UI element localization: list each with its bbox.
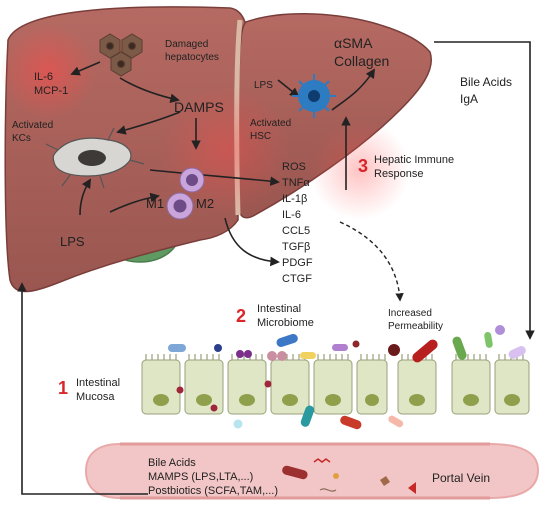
section-number-1: 1: [58, 378, 68, 398]
mediator-label: TNFα: [282, 177, 310, 189]
portal-vein: [84, 443, 540, 499]
iga-label: IgA: [460, 92, 478, 106]
mucosa-label-2: Mucosa: [76, 391, 115, 403]
liver-arrows: [70, 61, 376, 267]
hsc-icon: [292, 74, 336, 118]
inflammation-glow: [0, 24, 96, 120]
lps-large-label: LPS: [60, 234, 85, 249]
section-number-2: 2: [236, 306, 246, 326]
permeability-label-2: Permeability: [388, 321, 443, 332]
asma-label: αSMA: [334, 35, 373, 51]
mediator-label: CTGF: [282, 273, 312, 285]
mediator-label: IL-1β: [282, 193, 307, 205]
cell-nuclei: [153, 394, 520, 406]
mediator-label: ROS: [282, 161, 306, 173]
microbiome-label-1: Intestinal: [257, 303, 301, 315]
mediator-label: IL-6: [282, 209, 301, 221]
kupffer-cell-icon: [45, 127, 145, 189]
mediator-label: PDGF: [282, 257, 313, 269]
portal-item-bile-acids: Bile Acids: [148, 457, 196, 469]
section-number-3: 3: [358, 156, 368, 176]
intestinal-epithelium: [141, 359, 530, 415]
inflammation-glow: [310, 120, 410, 220]
mcp1-label: MCP-1: [34, 85, 68, 97]
il6-label: IL-6: [34, 71, 53, 83]
activated-kcs-label-2: KCs: [12, 133, 31, 144]
portal-item-postbiotics: Postbiotics (SCFA,TAM,...): [148, 485, 278, 497]
lps-small-label: LPS: [254, 80, 273, 91]
damaged-hepatocytes-icon: [99, 33, 143, 77]
damaged-hepatocytes-label-2: hepatocytes: [165, 52, 219, 63]
portal-to-liver-arrow: [17, 282, 148, 495]
mucosa-label-1: Intestinal: [76, 377, 120, 389]
activated-kcs-label-1: Activated: [12, 120, 53, 131]
permeability-dashed-arrow: [339, 221, 404, 302]
m2-label: M2: [196, 196, 214, 211]
mediator-label: CCL5: [282, 225, 310, 237]
m1-label: M1: [146, 196, 164, 211]
activated-hsc-label-2: HSC: [250, 131, 271, 142]
microbiome-label-2: Microbiome: [257, 317, 314, 329]
mediators-list: ROS TNFα IL-1β IL-6 CCL5 TGFβ PDGF CTGF: [282, 161, 313, 285]
portal-item-mamps: MAMPS (LPS,LTA,...): [148, 471, 253, 483]
portal-vein-title: Portal Vein: [432, 471, 490, 485]
activated-hsc-label-1: Activated: [250, 118, 291, 129]
collagen-label: Collagen: [334, 53, 389, 69]
damps-label: DAMPS: [174, 99, 224, 115]
bile-acids-label: Bile Acids: [460, 75, 512, 89]
hepatic-immune-label-1: Hepatic Immune: [374, 154, 454, 166]
hepatic-immune-label-2: Response: [374, 168, 424, 180]
microbes: [168, 325, 526, 430]
macrophage-icon: [166, 167, 205, 220]
bile-acids-arrow: [434, 41, 535, 340]
mediator-label: TGFβ: [282, 241, 310, 253]
damaged-hepatocytes-label-1: Damaged: [165, 39, 208, 50]
portal-vein-particles: [282, 458, 416, 494]
permeability-label-1: Increased: [388, 308, 432, 319]
